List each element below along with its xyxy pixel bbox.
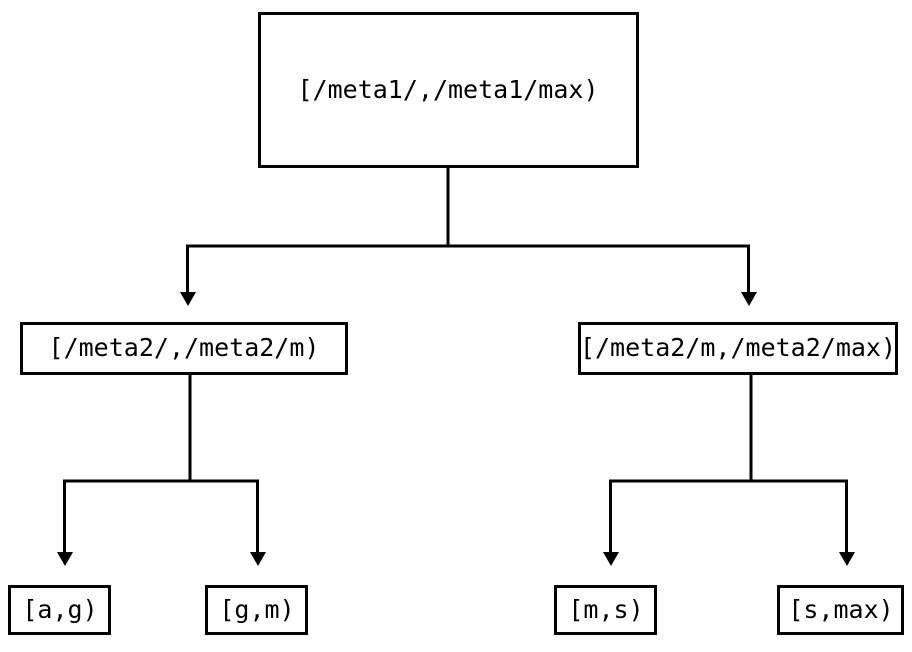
tree-node-mid-right-box[interactable] — [578, 322, 898, 375]
tree-node-mid-right[interactable]: [/meta2/m,/meta2/max) — [578, 322, 898, 375]
tree-node-leaf-2-label: [g,m) — [219, 595, 294, 624]
tree-node-mid-left-box[interactable] — [20, 322, 348, 375]
tree-node-leaf-3-label: [m,s) — [568, 595, 643, 624]
tree-node-leaf-4-label: [s,max) — [788, 595, 893, 624]
tree-node-leaf-2-box[interactable] — [205, 585, 308, 635]
tree-node-root-box[interactable] — [258, 12, 639, 168]
arrow-head-icon-midleft-to-leaf2 — [250, 552, 266, 566]
arrow-head-icon-root-to-mid-right — [741, 292, 757, 306]
arrow-head-icon-midleft-to-leaf1 — [57, 552, 73, 566]
tree-node-leaf-3[interactable]: [m,s) — [554, 585, 657, 635]
tree-node-mid-left[interactable]: [/meta2/,/meta2/m) — [20, 322, 348, 375]
arrow-head-icon-root-to-mid-left — [180, 292, 196, 306]
tree-node-mid-left-label: [/meta2/,/meta2/m) — [49, 333, 320, 362]
arrow-head-icon-midright-to-leaf3 — [603, 552, 619, 566]
tree-node-leaf-2[interactable]: [g,m) — [205, 585, 308, 635]
tree-node-leaf-3-box[interactable] — [554, 585, 657, 635]
tree-node-leaf-1-label: [a,g) — [22, 595, 97, 624]
tree-node-root-label: [/meta1/,/meta1/max) — [297, 75, 598, 104]
tree-node-leaf-1[interactable]: [a,g) — [8, 585, 111, 635]
edge-root-to-mid-group — [180, 167, 757, 306]
tree-node-leaf-4-box[interactable] — [777, 585, 904, 635]
edge-midright-to-leaves-group — [603, 375, 855, 566]
edge-midleft-to-leaves-group — [57, 375, 266, 566]
tree-node-mid-right-label: [/meta2/m,/meta2/max) — [580, 333, 896, 362]
tree-node-root[interactable]: [/meta1/,/meta1/max) — [258, 12, 639, 168]
tree-node-leaf-4[interactable]: [s,max) — [777, 585, 904, 635]
arrow-head-icon-midright-to-leaf4 — [839, 552, 855, 566]
tree-node-leaf-1-box[interactable] — [8, 585, 111, 635]
